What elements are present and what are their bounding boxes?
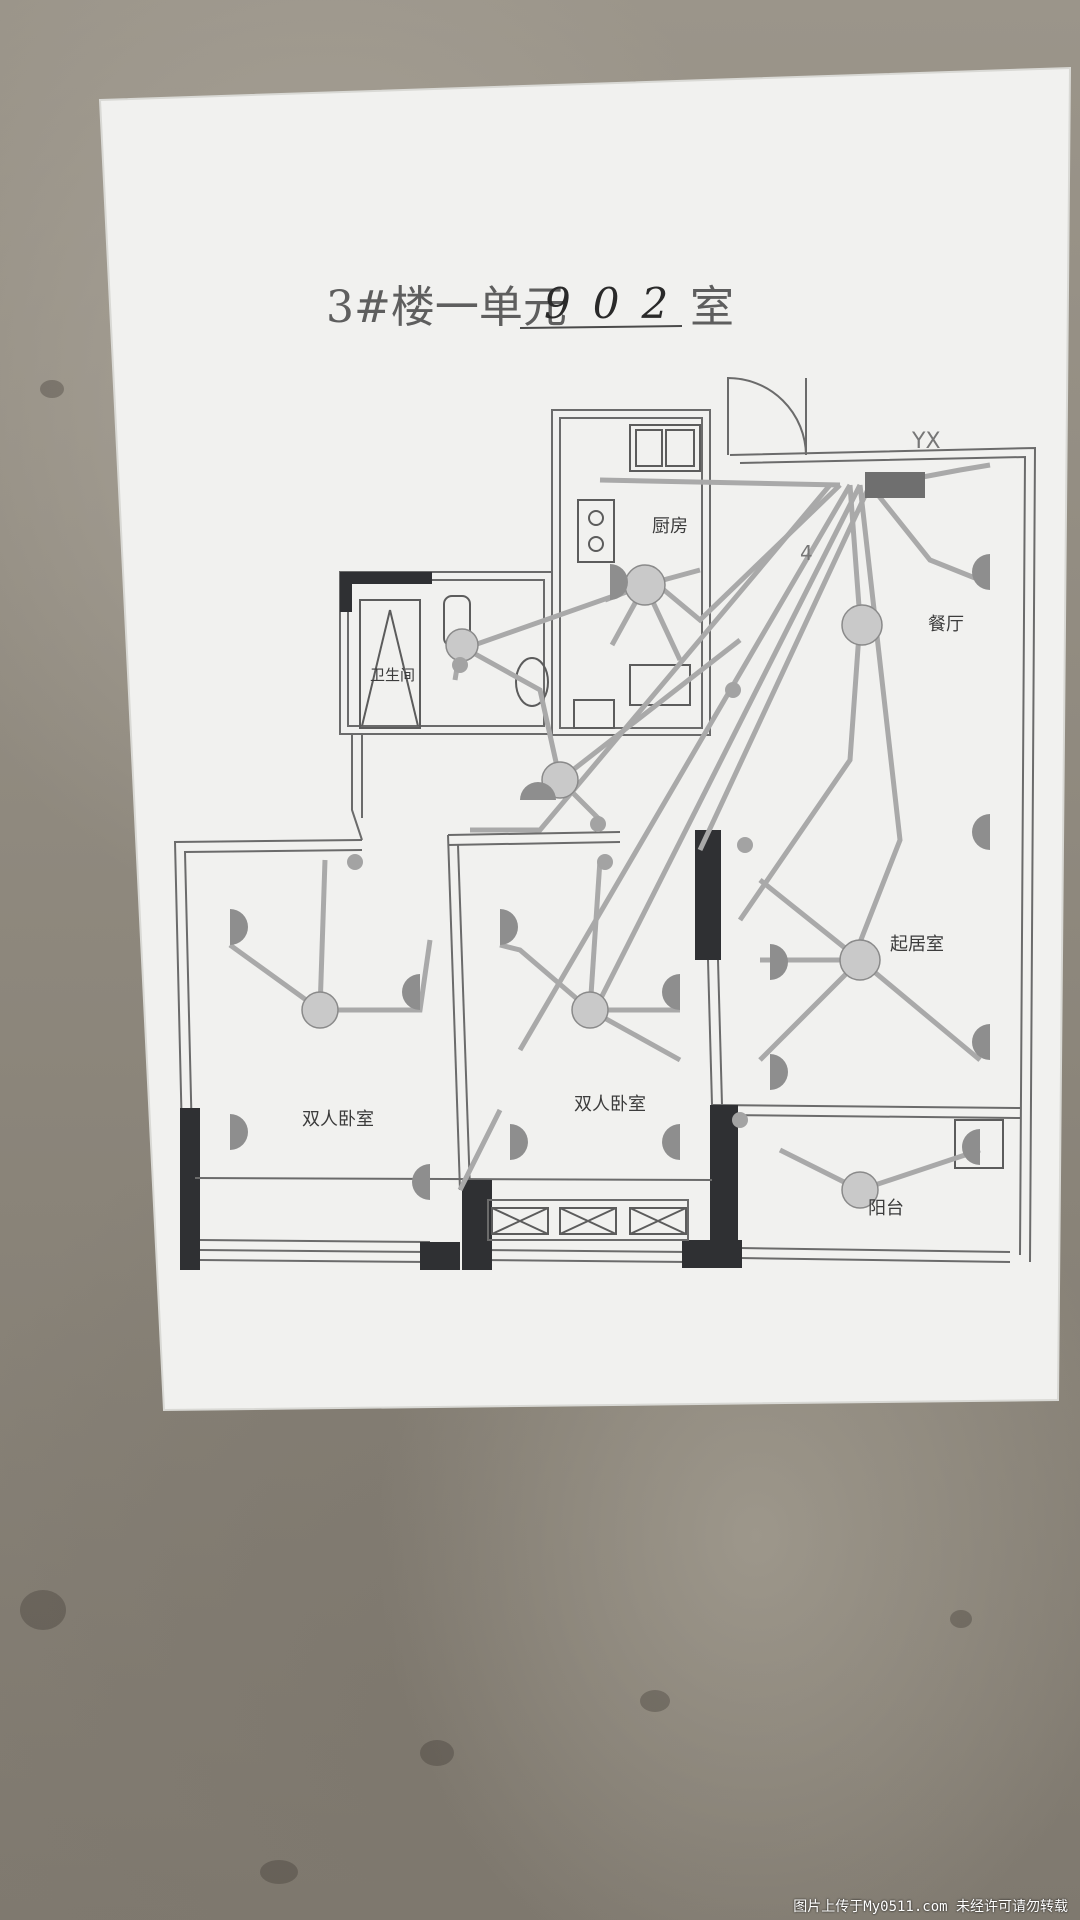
- paper-sheet: [98, 66, 1072, 1412]
- floor-stain: [40, 380, 64, 398]
- wall-lamps: [230, 554, 990, 1200]
- floor-stain: [260, 1860, 298, 1884]
- room-label-balcony: 阳台: [868, 1198, 904, 1219]
- watermark: 图片上传于My0511.com 未经许可请勿转载: [793, 1899, 1068, 1915]
- floor-stain: [20, 1590, 66, 1630]
- walls: [173, 376, 1037, 1270]
- room-label-dining: 餐厅: [928, 614, 964, 635]
- annotation-yx: YX: [911, 429, 941, 454]
- plan-title: 3#楼一单元: [326, 282, 567, 333]
- ceiling-lamps: [301, 564, 883, 1209]
- floor-stain: [640, 1690, 670, 1712]
- unit-suffix: 室: [690, 282, 734, 333]
- switches: [347, 657, 753, 1128]
- unit-number-underline: [519, 325, 683, 329]
- room-label-bathroom: 卫生间: [370, 666, 415, 684]
- floor-stain: [950, 1610, 972, 1628]
- annotation-wire-count: 4: [800, 541, 813, 565]
- floor-stain: [420, 1740, 454, 1766]
- room-label-living: 起居室: [890, 934, 944, 955]
- distribution-panel: [865, 472, 925, 498]
- fixtures: [359, 424, 1004, 1169]
- room-label-bedroom-middle: 双人卧室: [574, 1094, 646, 1115]
- room-label-bedroom-left: 双人卧室: [302, 1109, 374, 1130]
- unit-number: 902: [544, 279, 690, 328]
- room-label-kitchen: 厨房: [652, 516, 688, 537]
